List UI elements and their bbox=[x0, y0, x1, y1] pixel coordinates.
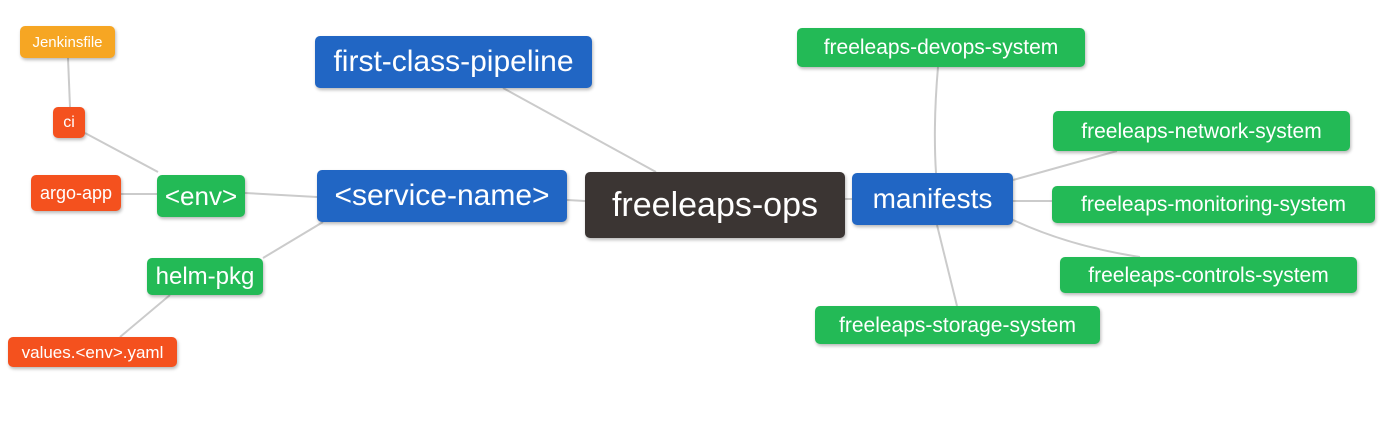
node-freeleaps-controls-system[interactable]: freeleaps-controls-system bbox=[1060, 257, 1357, 293]
node-jenkinsfile[interactable]: Jenkinsfile bbox=[20, 26, 115, 58]
edge-jenkinsfile-to-ci bbox=[67, 57, 71, 108]
node-freeleaps-network-system[interactable]: freeleaps-network-system bbox=[1053, 111, 1350, 151]
edge-ci-to-env bbox=[84, 132, 159, 173]
edge-service-name-to-freeleaps-ops bbox=[566, 199, 586, 202]
node-values-env-yaml[interactable]: values.<env>.yaml bbox=[8, 337, 177, 367]
node-env[interactable]: <env> bbox=[157, 175, 245, 217]
node-manifests[interactable]: manifests bbox=[852, 173, 1013, 225]
edge-service-name-to-helm-pkg bbox=[262, 221, 324, 259]
node-freeleaps-devops-system[interactable]: freeleaps-devops-system bbox=[797, 28, 1085, 67]
edge-manifests-to-freeleaps-network-system bbox=[1012, 150, 1118, 181]
edge-manifests-to-freeleaps-storage-system bbox=[936, 224, 958, 307]
edge-helm-pkg-to-values-env-yaml bbox=[119, 294, 171, 338]
node-freeleaps-storage-system[interactable]: freeleaps-storage-system bbox=[815, 306, 1100, 344]
node-argo-app[interactable]: argo-app bbox=[31, 175, 121, 211]
node-ci[interactable]: ci bbox=[53, 107, 85, 138]
node-freeleaps-monitoring-system[interactable]: freeleaps-monitoring-system bbox=[1052, 186, 1375, 223]
edge-env-to-service-name bbox=[244, 192, 318, 198]
edge-manifests-to-freeleaps-devops-system bbox=[933, 66, 939, 174]
node-first-class-pipeline[interactable]: first-class-pipeline bbox=[315, 36, 592, 88]
edge-manifests-to-freeleaps-controls-system bbox=[1010, 218, 1141, 258]
edge-first-class-pipeline-to-freeleaps-ops bbox=[502, 87, 657, 173]
node-freeleaps-ops[interactable]: freeleaps-ops bbox=[585, 172, 845, 238]
node-helm-pkg[interactable]: helm-pkg bbox=[147, 258, 263, 295]
node-service-name[interactable]: <service-name> bbox=[317, 170, 567, 222]
